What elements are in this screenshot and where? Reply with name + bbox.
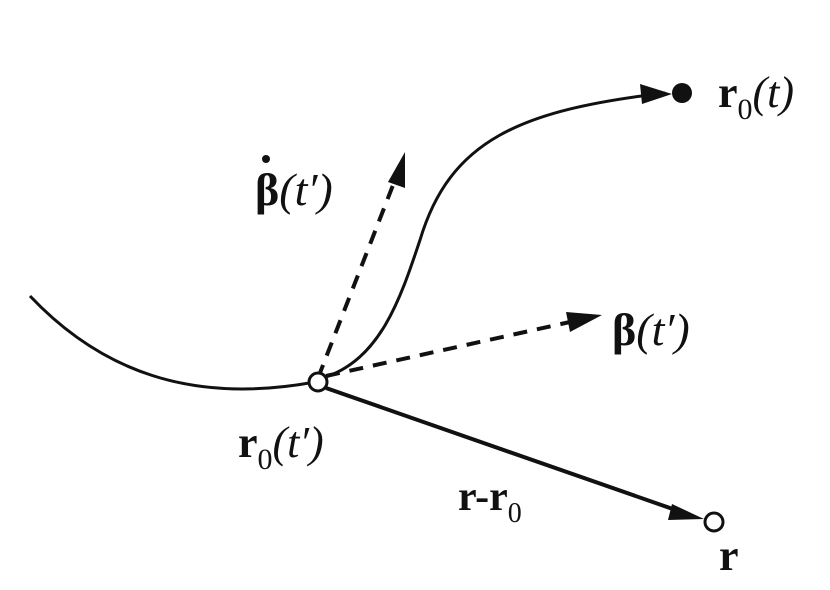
trajectory-arrowhead (640, 84, 672, 104)
field-point-label: r (719, 531, 739, 580)
trajectory-curve (28, 294, 316, 391)
beta-dot-label: β(t′) (255, 164, 333, 215)
present-position-dot (672, 83, 692, 103)
trajectory-curve-forward (322, 91, 666, 380)
separation-arrowhead (668, 504, 704, 520)
separation-label: r-r0 (458, 474, 522, 529)
acceleration-arrowhead (388, 152, 405, 188)
acceleration-vector (316, 179, 397, 379)
field-point-circle (703, 511, 725, 533)
source-point-label: r0(t′) (238, 418, 324, 476)
retarded-position-circle (307, 371, 329, 393)
velocity-vector (325, 320, 571, 378)
velocity-arrowhead (566, 312, 602, 332)
separation-vector (325, 386, 691, 517)
beta-dot-overdot (262, 155, 270, 163)
end-point-label: r0(t) (718, 68, 794, 126)
beta-label: β(t′) (612, 304, 690, 355)
